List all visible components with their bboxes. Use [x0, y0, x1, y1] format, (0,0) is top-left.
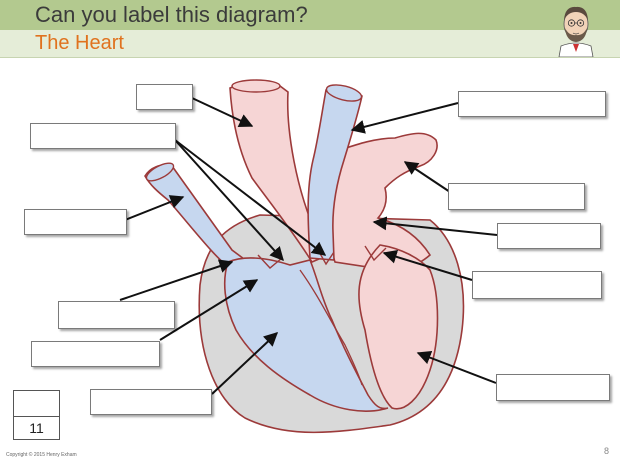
- septum: [299, 269, 363, 386]
- left-ventricle: [358, 244, 439, 410]
- arrow-1: [191, 97, 254, 128]
- aorta-opening: [231, 79, 281, 93]
- vena-cava-opening: [145, 162, 175, 182]
- copyright-text: Copyright © 2015 Henry Exham: [6, 452, 77, 458]
- arrow-7: [211, 332, 279, 395]
- header-subtitle-band: [0, 30, 620, 57]
- arrow-10: [372, 216, 498, 236]
- label-box-1[interactable]: [136, 84, 193, 110]
- arrow-5: [119, 259, 234, 301]
- header: Can you label this diagram? The Heart: [0, 0, 620, 58]
- arrow-3: [174, 139, 327, 256]
- label-box-11[interactable]: [496, 374, 610, 401]
- arrow-12: [416, 350, 497, 384]
- page-title: Can you label this diagram?: [35, 2, 308, 27]
- header-title-band: [0, 0, 620, 30]
- page-subtitle: The Heart: [35, 32, 124, 54]
- superior-vena-cava: [144, 164, 250, 271]
- arrow-11: [382, 250, 473, 281]
- score-total: 11: [29, 420, 44, 436]
- right-atrium-and-ventricle: [223, 257, 389, 412]
- page-number: 8: [604, 446, 610, 456]
- label-box-7[interactable]: [458, 91, 606, 117]
- label-box-2[interactable]: [30, 123, 176, 149]
- pulmonary-artery-opening: [325, 84, 363, 102]
- arrow-4: [124, 195, 185, 221]
- label-box-3[interactable]: [24, 209, 127, 235]
- tricuspid-valve: [257, 254, 283, 269]
- mitral-valve: [364, 245, 387, 262]
- label-box-8[interactable]: [448, 183, 585, 210]
- score-box: 11: [13, 390, 60, 440]
- arrow-8: [350, 102, 459, 134]
- score-answer-field[interactable]: [14, 391, 59, 417]
- header-divider: [0, 57, 620, 58]
- label-box-5[interactable]: [31, 341, 160, 367]
- arrow-9: [403, 161, 451, 193]
- label-box-10[interactable]: [472, 271, 602, 299]
- label-arrows: [119, 97, 498, 395]
- author-avatar: [558, 6, 594, 57]
- arrow-2: [174, 139, 284, 262]
- label-box-4[interactable]: [58, 301, 175, 329]
- label-box-6[interactable]: [90, 389, 212, 415]
- label-box-9[interactable]: [497, 223, 601, 249]
- arrow-6: [159, 279, 259, 341]
